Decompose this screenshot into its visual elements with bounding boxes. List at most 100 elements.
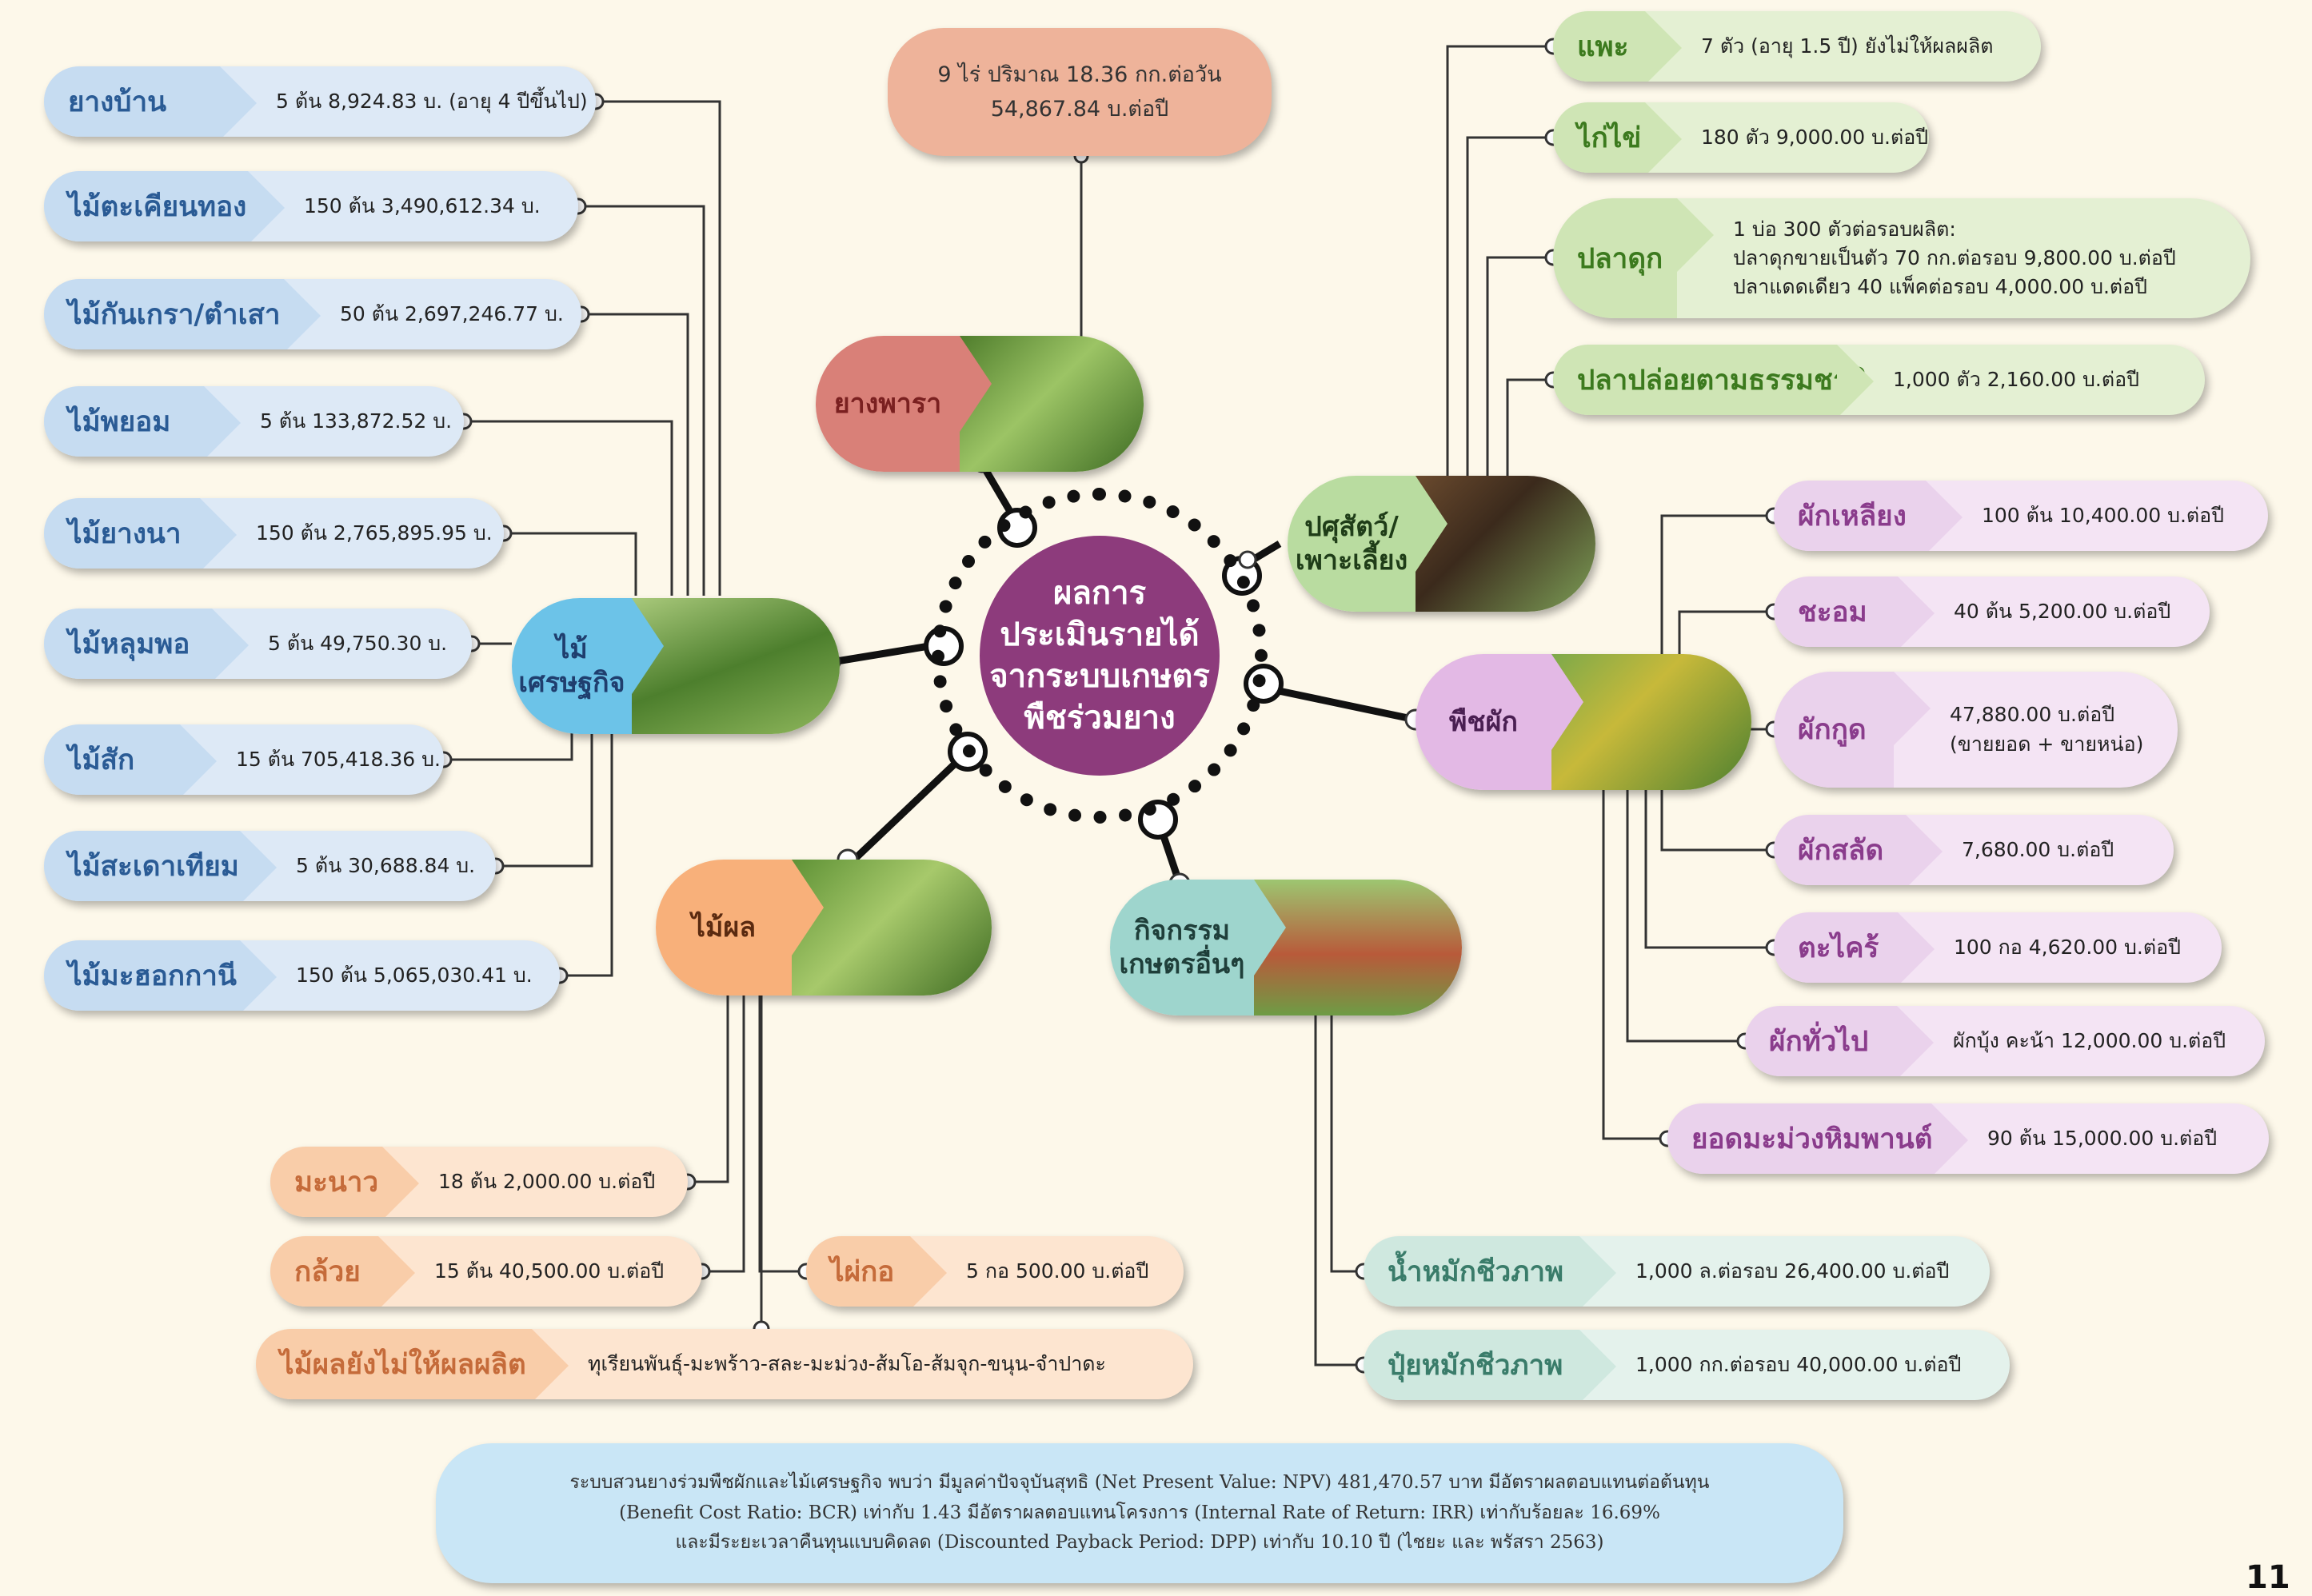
center-title: ผลการ ประเมินรายได้ จากระบบเกษตร พืชร่วม… — [980, 536, 1220, 776]
summary-line-1: ระบบสวนยางร่วมพืชผักและไม้เศรษฐกิจ พบว่า… — [569, 1471, 1710, 1493]
fruit-item: ไผ่กอ 5 กอ 500.00 บ.ต่อปี — [806, 1236, 1184, 1307]
timber-item-value: 15 ต้น 705,418.36 บ. — [180, 744, 444, 775]
livestock-item-label: ปลาดุก — [1553, 198, 1714, 318]
timber-item: ไม้สัก 15 ต้น 705,418.36 บ. — [44, 724, 444, 795]
vegetable-item-value: 100 ต้น 10,400.00 บ.ต่อปี — [1982, 503, 2225, 527]
vegetable-item: ตะไคร้ 100 กอ 4,620.00 บ.ต่อปี — [1774, 912, 2222, 983]
hub-other-line1: กิจกรรม — [1133, 914, 1230, 947]
other-activity-item: น้ำหมักชีวภาพ 1,000 ล.ต่อรอบ 26,400.00 บ… — [1364, 1236, 1990, 1307]
timber-item-value: 5 ต้น 30,688.84 บ. — [240, 851, 496, 881]
fruit-photo — [792, 860, 992, 996]
vegetable-item-value: 100 กอ 4,620.00 บ.ต่อปี — [1954, 935, 2181, 959]
vegetable-item-label: ผักกูด — [1774, 672, 1931, 788]
livestock-item-label: ปลาปล่อยตามธรรมชาติ — [1553, 345, 1874, 415]
hub-other: กิจกรรมเกษตรอื่นๆ — [1110, 880, 1462, 1015]
fruit-item-label: มะนาว — [270, 1147, 419, 1217]
fruit-item-value: 5 กอ 500.00 บ.ต่อปี — [966, 1259, 1149, 1283]
livestock-item: ปลาปล่อยตามธรรมชาติ 1,000 ตัว 2,160.00 บ… — [1553, 345, 2205, 415]
timber-item-value: 150 ต้น 2,765,895.95 บ. — [200, 518, 504, 549]
timber-item: ไม้ยางนา 150 ต้น 2,765,895.95 บ. — [44, 498, 504, 569]
fruit-item: กล้วย 15 ต้น 40,500.00 บ.ต่อปี — [270, 1236, 702, 1307]
center-line-1: ผลการ — [1052, 575, 1147, 612]
livestock-item-value: 1 บ่อ 300 ตัวต่อรอบผลิต: ปลาดุกขายเป็นตั… — [1677, 215, 2250, 302]
other-activity-label: น้ำหมักชีวภาพ — [1364, 1236, 1616, 1307]
timber-item-label: ไม้สัก — [44, 724, 217, 795]
timber-photo — [632, 598, 840, 734]
timber-item-label: ไม้ยางนา — [44, 498, 237, 569]
hub-rubber-label: ยางพารา — [816, 336, 992, 472]
timber-item-value: 50 ต้น 2,697,246.77 บ. — [284, 299, 581, 329]
rubber-note-line2: 54,867.84 บ.ต่อปี — [990, 97, 1169, 122]
timber-item-label: ยางบ้าน — [44, 66, 257, 137]
fern-line-1: 47,880.00 บ.ต่อปี — [1950, 703, 2115, 727]
timber-item-value: 150 ต้น 5,065,030.41 บ. — [240, 960, 560, 991]
vegetable-item: ชะอม 40 ต้น 5,200.00 บ.ต่อปี — [1774, 577, 2210, 647]
fruit-item: ไม้ผลยังไม่ให้ผลผลิต ทุเรียนพันธุ์-มะพร้… — [256, 1329, 1193, 1399]
vegetable-item-label: ผักเหลียง — [1774, 481, 1963, 551]
timber-item: ไม้พยอม 5 ต้น 133,872.52 บ. — [44, 386, 464, 457]
timber-item: ไม้หลุมพอ 5 ต้น 49,750.30 บ. — [44, 608, 472, 679]
timber-item-label: ไม้ตะเคียนทอง — [44, 171, 285, 241]
vegetable-item-label: ยอดมะม่วงหิมพานต์ — [1667, 1103, 1968, 1174]
hub-timber-line2: เศรษฐกิจ — [518, 667, 625, 699]
fruit-item-label: ไม้ผลยังไม่ให้ผลผลิต — [256, 1329, 569, 1399]
vegetable-item-value: 90 ต้น 15,000.00 บ.ต่อปี — [1987, 1126, 2218, 1150]
center-line-4: พืชร่วมยาง — [1024, 700, 1176, 736]
other-activity-item: ปุ๋ยหมักชีวภาพ 1,000 กก.ต่อรอบ 40,000.00… — [1364, 1330, 2010, 1400]
timber-item: ไม้มะฮอกกานี 150 ต้น 5,065,030.41 บ. — [44, 940, 560, 1011]
hub-livestock-line1: ปศุสัตว์/ — [1304, 510, 1399, 543]
hub-vegetables: พืชผัก — [1416, 654, 1751, 790]
vegetable-item: ผักเหลียง 100 ต้น 10,400.00 บ.ต่อปี — [1774, 481, 2268, 551]
livestock-item-label: ไก่ไข่ — [1553, 102, 1682, 173]
hub-timber-label: ไม้เศรษฐกิจ — [512, 598, 664, 734]
hub-vegetables-label: พืชผัก — [1416, 654, 1583, 790]
hub-timber: ไม้เศรษฐกิจ — [512, 598, 840, 734]
catfish-line-3: ปลาแดดเดียว 40 แพ็คต่อรอบ 4,000.00 บ.ต่อ… — [1733, 275, 2148, 299]
hub-timber-line1: ไม้ — [556, 632, 588, 665]
vegetable-item: ยอดมะม่วงหิมพานต์ 90 ต้น 15,000.00 บ.ต่อ… — [1667, 1103, 2269, 1174]
catfish-line-2: ปลาดุกขายเป็นตัว 70 กก.ต่อรอบ 9,800.00 บ… — [1733, 245, 2176, 269]
livestock-item-value: 1,000 ตัว 2,160.00 บ.ต่อปี — [1893, 367, 2139, 391]
center-line-2: ประเมินรายได้ — [1000, 616, 1200, 653]
vegetable-item-value: 7,680.00 บ.ต่อปี — [1962, 837, 2114, 861]
summary-box: ระบบสวนยางร่วมพืชผักและไม้เศรษฐกิจ พบว่า… — [436, 1443, 1843, 1583]
rubber-note-line1: 9 ไร่ ปริมาณ 18.36 กก.ต่อวัน — [937, 62, 1222, 87]
other-activity-label: ปุ๋ยหมักชีวภาพ — [1364, 1330, 1616, 1400]
other-activity-value: 1,000 กก.ต่อรอบ 40,000.00 บ.ต่อปี — [1635, 1352, 1962, 1376]
livestock-item-value: 180 ตัว 9,000.00 บ.ต่อปี — [1701, 125, 1929, 149]
catfish-line-1: 1 บ่อ 300 ตัวต่อรอบผลิต: — [1733, 217, 1956, 241]
fruit-item-value: ทุเรียนพันธุ์-มะพร้าว-สละ-มะม่วง-ส้มโอ-ส… — [588, 1351, 1106, 1375]
timber-item: ไม้กันเกรา/ตำเสา 50 ต้น 2,697,246.77 บ. — [44, 279, 581, 349]
hub-fruit: ไม้ผล — [656, 860, 992, 996]
fruit-item-value: 18 ต้น 2,000.00 บ.ต่อปี — [438, 1169, 656, 1193]
vegetable-item-label: ผักสลัด — [1774, 815, 1943, 885]
vegetable-item: ผักสลัด 7,680.00 บ.ต่อปี — [1774, 815, 2174, 885]
livestock-item: ปลาดุก 1 บ่อ 300 ตัวต่อรอบผลิต: ปลาดุกขา… — [1553, 198, 2250, 318]
vegetable-item-value: ผักบุ้ง คะน้า 12,000.00 บ.ต่อปี — [1953, 1028, 2226, 1052]
vegetable-item: ผักทั่วไป ผักบุ้ง คะน้า 12,000.00 บ.ต่อป… — [1745, 1006, 2265, 1076]
summary-line-3: และมีระยะเวลาคืนทุนแบบคิดลด (Discounted … — [675, 1532, 1604, 1554]
vegetables-photo — [1551, 654, 1751, 790]
hub-other-label: กิจกรรมเกษตรอื่นๆ — [1110, 880, 1286, 1015]
timber-item-label: ไม้สะเดาเทียม — [44, 831, 277, 901]
timber-item: ไม้สะเดาเทียม 5 ต้น 30,688.84 บ. — [44, 831, 496, 901]
livestock-item-value: 7 ตัว (อายุ 1.5 ปี) ยังไม่ให้ผลผลิต — [1701, 34, 1994, 58]
vegetable-item-value: 40 ต้น 5,200.00 บ.ต่อปี — [1954, 599, 2171, 623]
livestock-item: ไก่ไข่ 180 ตัว 9,000.00 บ.ต่อปี — [1553, 102, 1929, 173]
hub-rubber: ยางพารา — [816, 336, 1144, 472]
timber-item-value: 5 ต้น 133,872.52 บ. — [204, 406, 464, 437]
timber-item: ยางบ้าน 5 ต้น 8,924.83 บ. (อายุ 4 ปีขึ้น… — [44, 66, 596, 137]
fruit-item: มะนาว 18 ต้น 2,000.00 บ.ต่อปี — [270, 1147, 688, 1217]
timber-item-value: 150 ต้น 3,490,612.34 บ. — [248, 191, 578, 221]
rubber-income-note: 9 ไร่ ปริมาณ 18.36 กก.ต่อวัน 54,867.84 บ… — [888, 28, 1272, 156]
livestock-item-label: แพะ — [1553, 11, 1682, 82]
timber-item-label: ไม้กันเกรา/ตำเสา — [44, 279, 321, 349]
timber-item-label: ไม้พยอม — [44, 386, 241, 457]
hub-fruit-label: ไม้ผล — [656, 860, 824, 996]
page-number: 11 — [2246, 1559, 2290, 1596]
timber-item-value: 5 ต้น 49,750.30 บ. — [212, 628, 472, 659]
livestock-item: แพะ 7 ตัว (อายุ 1.5 ปี) ยังไม่ให้ผลผลิต — [1553, 11, 2041, 82]
timber-item-label: ไม้มะฮอกกานี — [44, 940, 277, 1011]
vegetable-item-label: ตะไคร้ — [1774, 912, 1935, 983]
hub-other-line2: เกษตรอื่นๆ — [1119, 948, 1245, 980]
